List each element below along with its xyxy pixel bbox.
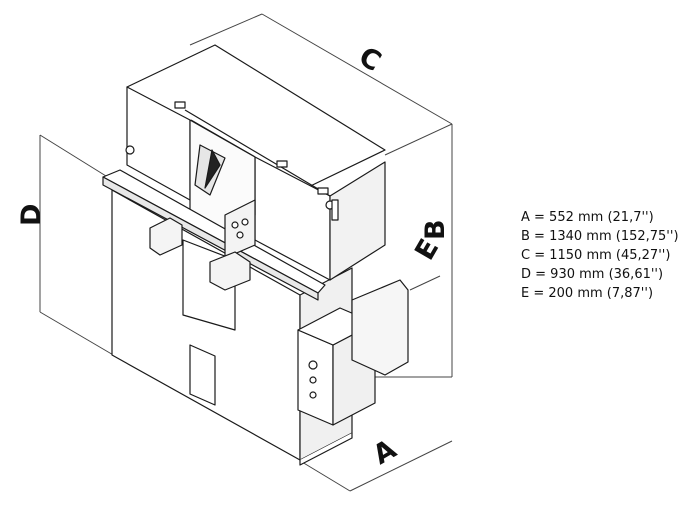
legend-line-a: A = 552 mm (21,7'') bbox=[521, 210, 654, 225]
guard-side bbox=[329, 161, 386, 281]
dimension-lines bbox=[39, 13, 453, 492]
dim-label-d: D bbox=[16, 204, 47, 226]
legend-line-b: B = 1340 mm (152,75'') bbox=[521, 229, 679, 244]
access-door bbox=[189, 344, 216, 406]
dim-label-b: B bbox=[420, 219, 451, 240]
front-panel bbox=[224, 199, 256, 259]
motor-housing bbox=[351, 279, 409, 376]
left-clamp bbox=[149, 217, 183, 256]
dimension-legend: A = 552 mm (21,7'') B = 1340 mm (152,75'… bbox=[521, 208, 679, 303]
legend-line-c: C = 1150 mm (45,27'') bbox=[521, 248, 671, 263]
dim-label-c: C bbox=[354, 41, 387, 78]
vice bbox=[209, 251, 251, 291]
legend-line-e: E = 200 mm (7,87'') bbox=[521, 286, 654, 301]
dim-label-a: A bbox=[368, 434, 402, 471]
legend-line-d: D = 930 mm (36,61'') bbox=[521, 267, 664, 282]
